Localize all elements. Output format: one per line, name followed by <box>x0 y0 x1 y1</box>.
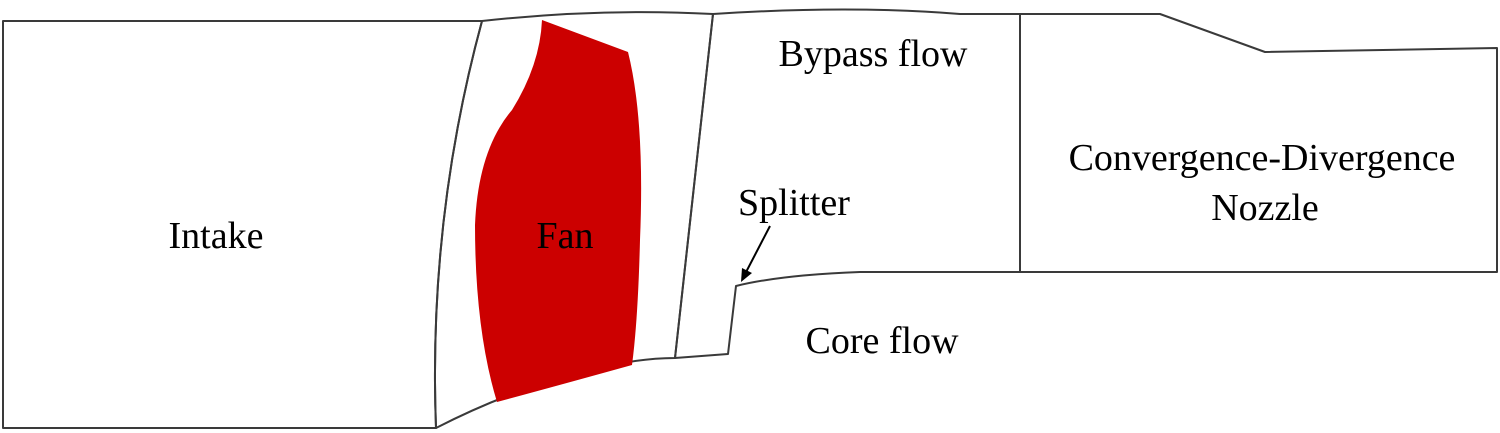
fan-blade <box>475 20 642 402</box>
splitter-arrow <box>743 225 771 277</box>
intake-label: Intake <box>169 215 264 257</box>
splitter-label: Splitter <box>738 182 850 224</box>
core-flow-label: Core flow <box>805 320 959 362</box>
bypass-flow-label: Bypass flow <box>779 33 969 75</box>
nozzle-label-line1: Convergence-Divergence <box>1069 137 1456 179</box>
nozzle-section <box>1019 13 1498 273</box>
fan-label: Fan <box>537 215 594 257</box>
nozzle-label-line2: Nozzle <box>1211 187 1319 229</box>
splitter-arrowhead <box>741 268 752 282</box>
